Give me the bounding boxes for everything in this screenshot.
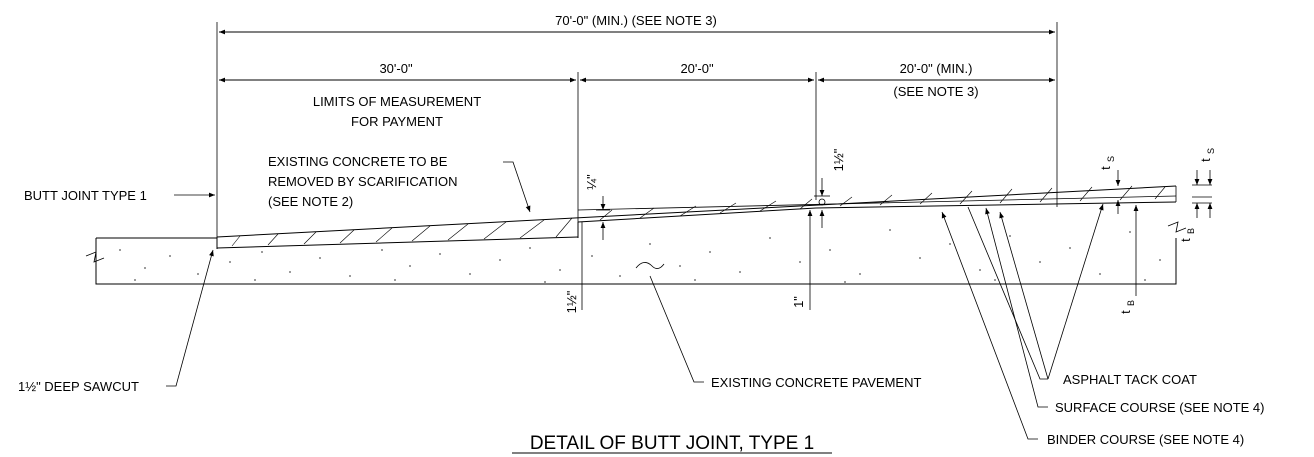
svg-text:t: t — [1118, 310, 1133, 314]
svg-text:S: S — [1106, 156, 1116, 162]
leader-sawcut — [166, 249, 214, 387]
dim-half-b-text: 1½" — [564, 290, 579, 313]
surface-course-label: SURFACE COURSE (SEE NOTE 4) — [1055, 400, 1264, 415]
existing-label-line1: EXISTING CONCRETE TO BE — [268, 154, 448, 169]
seg1-dimension-text: 30'-0" — [379, 61, 413, 76]
seg3-dimension-text: 20'-0" (MIN.) — [900, 61, 973, 76]
binder-top-line — [577, 195, 1177, 211]
leader-pavement — [649, 275, 704, 383]
asphalt-overlay — [216, 185, 1177, 247]
sawcut-label: 1½" DEEP SAWCUT — [18, 379, 139, 394]
ts2-label: t S — [1198, 148, 1216, 162]
break-line-right — [1167, 221, 1187, 233]
slab-top-scarified-2 — [577, 207, 817, 223]
slab-top-scarified-1 — [216, 236, 579, 249]
seg2-dimension-text: 20'-0" — [680, 61, 714, 76]
svg-text:t: t — [1198, 158, 1213, 162]
svg-text:S: S — [1206, 148, 1216, 154]
leader-tack-coat-3 — [1047, 203, 1104, 380]
leaders — [166, 161, 1104, 440]
svg-text:t: t — [1178, 238, 1193, 242]
aggregate-pattern — [119, 229, 1161, 283]
overall-dimension-text: 70'-0" (MIN.) (SEE NOTE 3) — [555, 13, 717, 28]
butt-joint-label: BUTT JOINT TYPE 1 — [24, 188, 147, 203]
ts1-label: t S — [1098, 156, 1116, 170]
dim-half-c-text: 1½" — [831, 148, 846, 171]
tack-coat-label: ASPHALT TACK COAT — [1063, 372, 1197, 387]
dimension-lines — [216, 22, 1058, 248]
pavement-curl — [635, 262, 665, 269]
detail-title: DETAIL OF BUTT JOINT, TYPE 1 — [530, 433, 814, 454]
leader-binder — [941, 211, 1038, 440]
limits-label-line2: FOR PAYMENT — [351, 114, 443, 129]
pavement-label: EXISTING CONCRETE PAVEMENT — [711, 375, 921, 390]
tb1-label: t B — [1178, 228, 1196, 242]
tb2-label: t B — [1118, 300, 1136, 314]
leader-surface — [985, 207, 1048, 408]
svg-text:t: t — [1098, 166, 1113, 170]
svg-text:B: B — [1126, 300, 1136, 306]
existing-label-line2: REMOVED BY SCARIFICATION — [268, 174, 458, 189]
existing-label-line3: (SEE NOTE 2) — [268, 194, 353, 209]
leader-tack-coat-1 — [967, 206, 1048, 380]
dim-quarter-text: ¼" — [584, 174, 599, 190]
dim-half-c-circle — [818, 198, 826, 206]
surface-top-line — [216, 185, 1177, 238]
dim-inch-text: 1" — [791, 296, 806, 308]
overlay-hatch — [231, 185, 1166, 247]
small-dimensions — [581, 170, 1213, 310]
leader-existing-concrete — [503, 161, 531, 213]
limits-label-line1: LIMITS OF MEASUREMENT — [313, 94, 481, 109]
svg-text:B: B — [1186, 228, 1196, 234]
break-line-left — [85, 251, 105, 263]
leader-tack-coat-2 — [999, 211, 1049, 380]
binder-course-label: BINDER COURSE (SEE NOTE 4) — [1047, 432, 1244, 447]
seg3-note-text: (SEE NOTE 3) — [893, 84, 978, 99]
